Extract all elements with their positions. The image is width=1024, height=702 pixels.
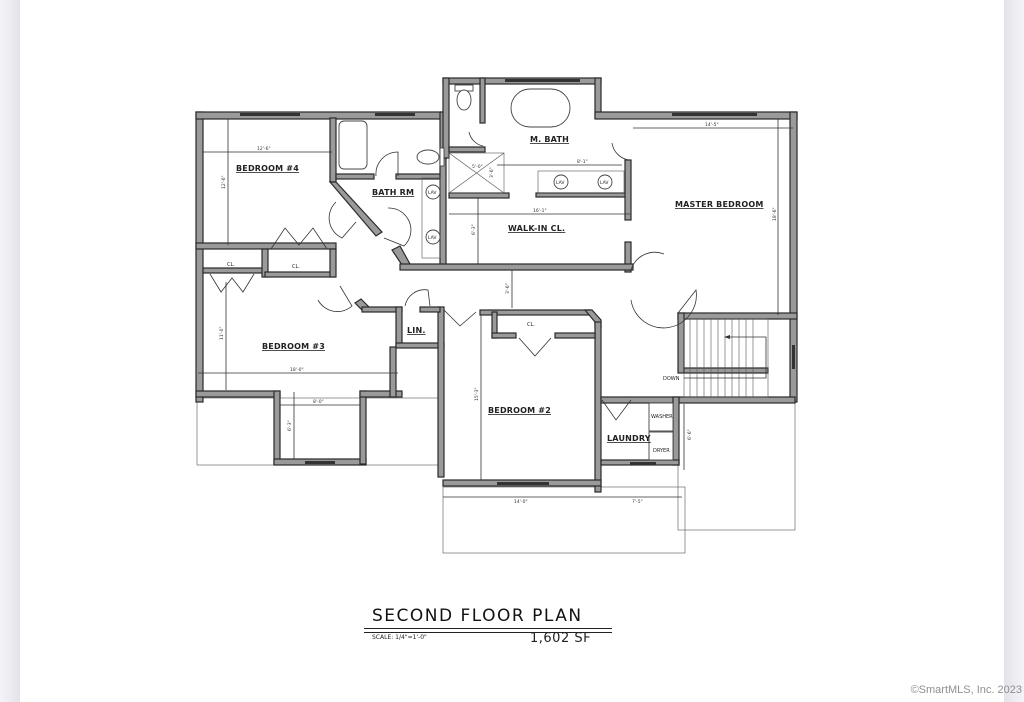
- label-linen-closet: LIN.: [407, 326, 426, 335]
- label-closet-1: CL.: [227, 262, 235, 268]
- sink-icon: [597, 174, 613, 190]
- doors: [209, 131, 697, 421]
- windows: [240, 79, 795, 485]
- label-bedroom-2: BEDROOM #2: [488, 406, 551, 415]
- label-stairs-down: DOWN: [663, 376, 680, 382]
- washer-icon: [648, 402, 674, 432]
- plan-scale: SCALE: 1/4"=1'-0": [372, 634, 427, 641]
- walls: [195, 77, 798, 493]
- label-closet-3: CL.: [527, 322, 535, 328]
- label-lav: LAV: [428, 235, 437, 241]
- label-closet-2: CL.: [292, 264, 300, 270]
- dim-bedroom4-width: 12'-6": [257, 146, 271, 152]
- title-underline: [364, 628, 612, 633]
- dim-master-depth: 18'-6": [772, 207, 778, 221]
- label-laundry: LAUNDRY: [607, 434, 651, 443]
- dim-bedroom4-depth: 12'-6": [221, 175, 227, 189]
- label-m-bath: M. BATH: [530, 135, 569, 144]
- plan-area: 1,602 SF: [530, 631, 592, 646]
- dim-walk-in-width: 16'-1": [533, 208, 547, 214]
- dim-shower-depth: 3'-6": [489, 167, 495, 178]
- dimension-lines: [198, 119, 793, 498]
- page-edge-right: [1004, 0, 1024, 702]
- copyright-watermark: ©SmartMLS, Inc. 2023: [910, 684, 1022, 696]
- oval-tub-icon: [510, 88, 571, 128]
- page-edge-left: [0, 0, 20, 702]
- label-master-bedroom: MASTER BEDROOM: [675, 200, 764, 209]
- dim-bedroom2-depth: 15'-3": [474, 387, 480, 401]
- label-lav: LAV: [556, 180, 565, 186]
- dryer-icon: [648, 431, 674, 461]
- sink-icon: [553, 174, 569, 190]
- dim-bay-depth: 6'-3": [287, 420, 293, 431]
- label-walk-in-closet: WALK-IN CL.: [508, 224, 565, 233]
- exterior-outline: [196, 397, 796, 554]
- label-washer: WASHER: [651, 414, 673, 420]
- label-bath-rm: BATH RM: [372, 188, 414, 197]
- label-lav: LAV: [428, 190, 437, 196]
- shower-icon: [448, 152, 505, 194]
- dim-walk-in-depth: 6'-3": [471, 224, 477, 235]
- dim-laundry-depth: 6'-6": [687, 429, 693, 440]
- dim-bedroom3-depth: 11'-0": [219, 326, 225, 340]
- dim-master-width: 14'-5": [705, 122, 719, 128]
- label-lav: LAV: [600, 180, 609, 186]
- label-bedroom-4: BEDROOM #4: [236, 164, 299, 173]
- fixtures: [338, 84, 674, 461]
- toilet-icon: [416, 149, 440, 165]
- dim-vanity: 8'-1": [577, 159, 588, 165]
- dim-hall-width: 3'-6": [505, 283, 511, 294]
- label-bedroom-3: BEDROOM #3: [262, 342, 325, 351]
- toilet-icon: [456, 89, 472, 111]
- dim-laundry-width: 7'-5": [632, 499, 643, 505]
- dim-bedroom2-width: 14'-0": [514, 499, 528, 505]
- dim-bedroom3-width: 18'-0": [290, 367, 304, 373]
- staircase: [683, 318, 769, 398]
- label-dryer: DRYER: [653, 448, 670, 454]
- bathtub-icon: [338, 120, 368, 170]
- dim-shower: 5'-0": [472, 164, 483, 170]
- dim-bay-width: 8'-0": [313, 399, 324, 405]
- plan-title: SECOND FLOOR PLAN: [372, 606, 583, 626]
- title-block: SECOND FLOOR PLAN SCALE: 1/4"=1'-0" 1,60…: [364, 606, 614, 646]
